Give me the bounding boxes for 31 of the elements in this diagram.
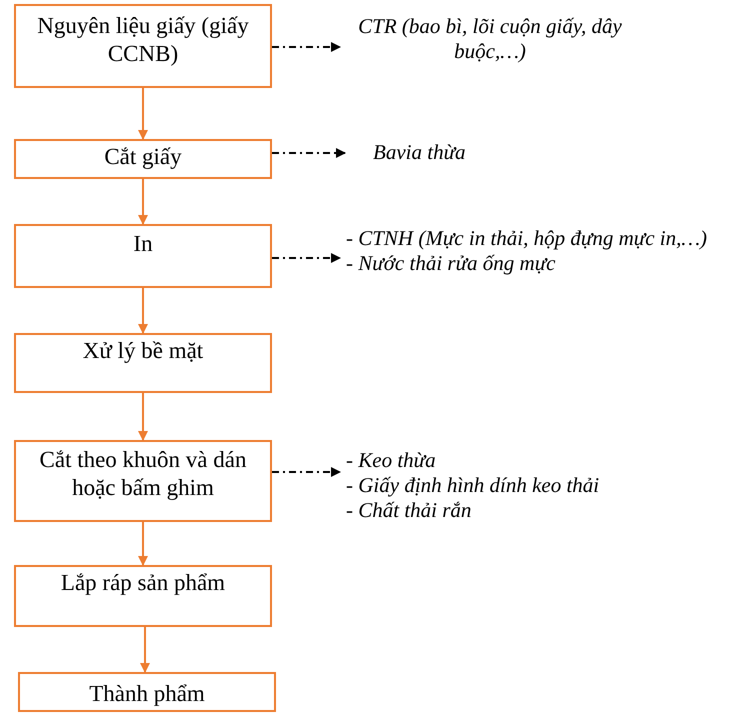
arrow — [272, 148, 346, 158]
step-label: Cắt theo khuôn và dán hoặc bấm ghim — [38, 446, 248, 502]
process-box — [18, 672, 276, 712]
waste-item: - Keo thừa — [346, 448, 437, 473]
arrow — [140, 627, 150, 673]
step-label: In — [132, 230, 154, 258]
waste-item: - CTNH (Mực in thải, hộp đựng mực in,…) — [346, 226, 708, 251]
arrow — [272, 253, 341, 263]
arrow — [272, 42, 341, 52]
waste-item: CTR (bao bì, lõi cuộn giấy, dây buộc,…) — [357, 14, 623, 64]
process-box — [14, 565, 272, 627]
process-box — [14, 139, 272, 179]
waste-item: Bavia thừa — [373, 140, 467, 165]
arrow — [138, 179, 148, 225]
step-label: Xử lý bề mặt — [82, 337, 204, 365]
arrow — [138, 522, 148, 566]
step-label: Thành phẩm — [88, 680, 206, 708]
process-box — [14, 224, 272, 288]
arrow — [138, 393, 148, 441]
arrow — [272, 467, 341, 477]
step-label: Nguyên liệu giấy (giấy CCNB) — [36, 12, 250, 68]
waste-item: - Nước thải rửa ống mực — [346, 251, 556, 276]
process-box — [14, 4, 272, 88]
waste-item: - Giấy định hình dính keo thải — [346, 473, 600, 498]
process-box — [14, 333, 272, 393]
step-label: Lắp ráp sản phẩm — [60, 569, 226, 597]
step-label: Cắt giấy — [103, 143, 183, 171]
process-box — [14, 440, 272, 522]
arrow — [138, 88, 148, 140]
arrow — [138, 288, 148, 334]
waste-item: - Chất thải rắn — [346, 498, 472, 523]
